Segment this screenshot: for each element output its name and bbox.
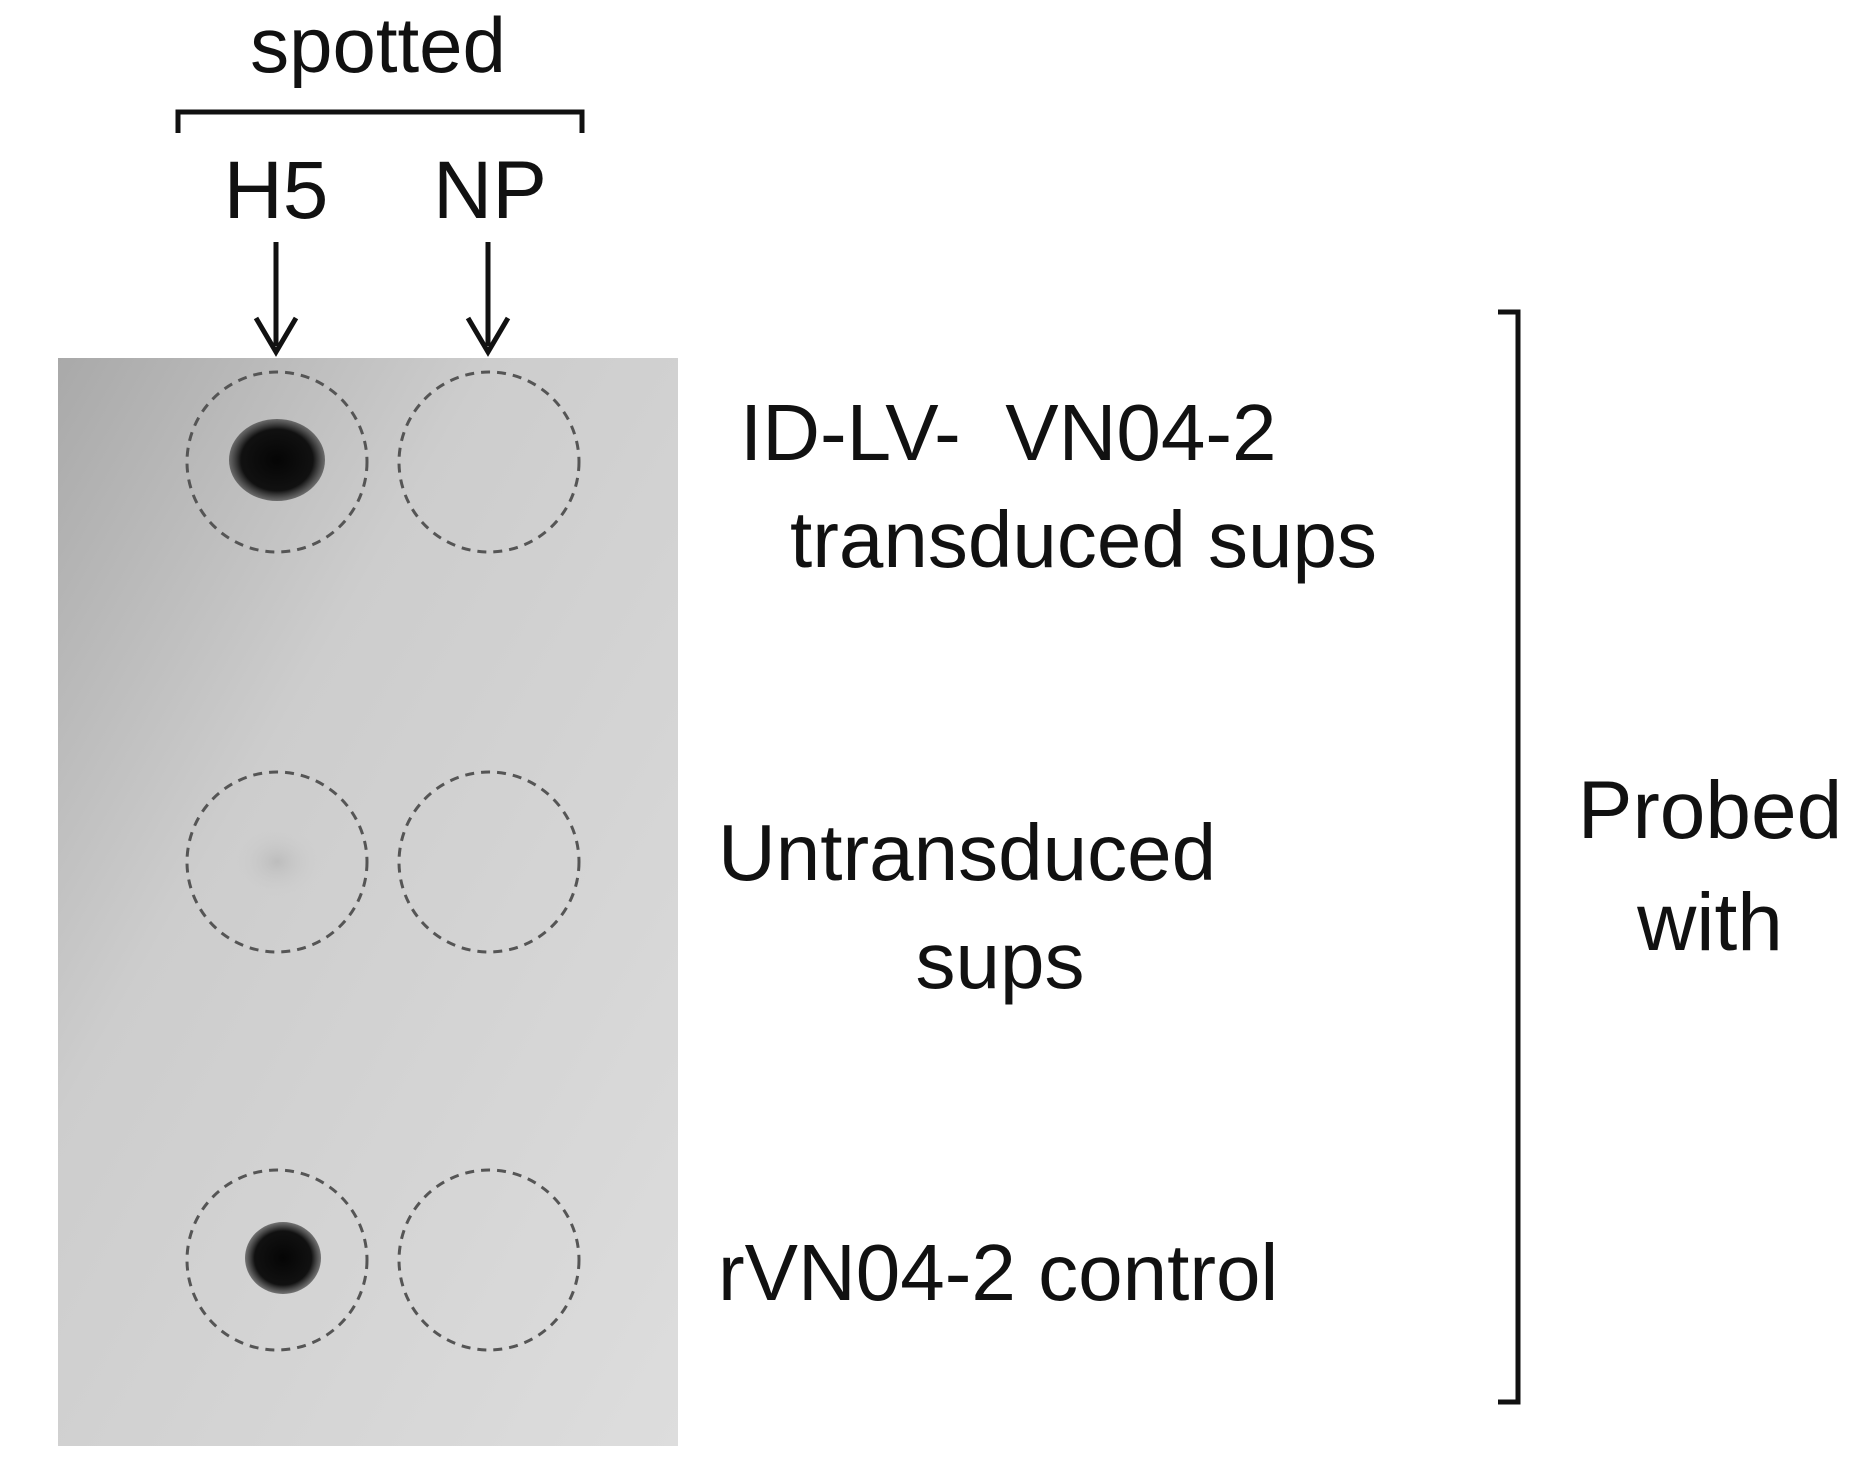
spot-outline-row2-h5	[185, 770, 369, 954]
spot-row2-h5	[231, 824, 323, 900]
spotted-bracket	[175, 109, 585, 133]
row-label-idlv-line2: transduced sups	[790, 495, 1377, 584]
arrow-np-icon	[465, 242, 511, 357]
probe-label-line1: Probed	[1578, 765, 1842, 856]
row-label-untransduced-line2: sups	[916, 916, 1085, 1005]
spot-outline-row1-np	[397, 370, 581, 554]
spot-row1-h5	[229, 419, 325, 501]
spot-outline-row3-h5	[185, 1168, 369, 1352]
spot-outline-row1-h5	[185, 370, 369, 554]
spot-row3-h5	[245, 1222, 321, 1294]
spot-outline-row3-np	[397, 1168, 581, 1352]
row-label-idlv-line1: ID-LV- VN04-2	[740, 388, 1276, 477]
column-label-h5: H5	[224, 145, 329, 236]
row-label-control: rVN04-2 control	[718, 1228, 1278, 1317]
probe-bracket	[1498, 309, 1521, 1405]
spotted-label: spotted	[250, 1, 506, 89]
blot-membrane	[58, 358, 678, 1446]
spot-outline-row2-np	[397, 770, 581, 954]
row-label-untransduced-line1: Untransduced	[718, 808, 1216, 897]
probe-label-line2: with	[1636, 877, 1783, 968]
arrow-h5-icon	[253, 242, 299, 357]
column-label-np: NP	[433, 145, 547, 236]
